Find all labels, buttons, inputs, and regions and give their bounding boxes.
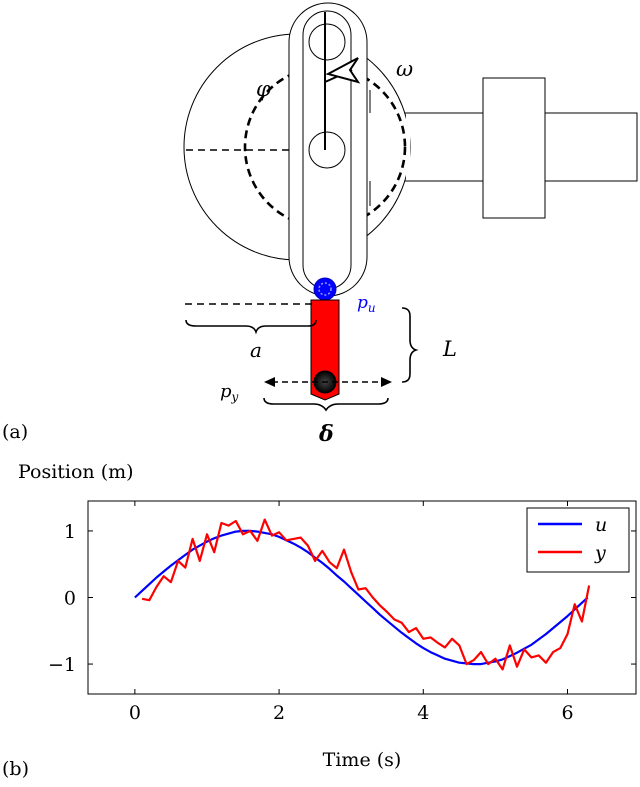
legend-box [526, 507, 630, 573]
axis-ticks: 0 2 4 6 −1 0 1 [48, 501, 636, 724]
legend-label-u: u [595, 514, 607, 536]
pu-label: pu [357, 293, 376, 315]
L-label: L [442, 337, 457, 361]
panel-b-chart: Position (m) 0 2 4 6 −1 0 1 u y Time (s) (b) [2, 461, 637, 780]
legend-label-y: y [594, 542, 606, 564]
phi-label: φ [256, 77, 271, 101]
motor-housing [482, 77, 546, 219]
y-tick-label: 1 [64, 521, 76, 543]
delta-label: δ [318, 421, 334, 447]
omega-label: ω [396, 57, 413, 81]
y-axis-label: Position (m) [18, 461, 134, 483]
y-tick-label: 0 [64, 588, 76, 610]
L-brace [401, 307, 419, 383]
contact-ball [313, 277, 337, 301]
y-tick-label: −1 [48, 654, 76, 676]
panel-b-tag: (b) [2, 758, 29, 780]
delta-brace [263, 397, 389, 412]
motor-body [544, 112, 638, 182]
crank-line [324, 12, 353, 150]
panel-a-tag: (a) [2, 421, 28, 443]
x-axis-label: Time (s) [323, 749, 402, 771]
x-tick-label: 6 [561, 702, 573, 724]
py-label: py [220, 381, 239, 404]
x-tick-label: 2 [273, 702, 285, 724]
legend: u y [526, 507, 630, 573]
omega-arrowhead [325, 57, 361, 84]
x-tick-label: 4 [417, 702, 429, 724]
panel-a-schematic: φ ω pu a L py δ (a) [2, 2, 638, 447]
a-brace [185, 319, 317, 335]
x-tick-label: 0 [129, 702, 141, 724]
series-layer [134, 518, 591, 671]
pin-top [308, 23, 346, 61]
a-label: a [250, 338, 262, 362]
pin-center [308, 131, 346, 169]
series-line-y [141, 518, 591, 671]
trajectory-dashed-circle [243, 65, 407, 229]
